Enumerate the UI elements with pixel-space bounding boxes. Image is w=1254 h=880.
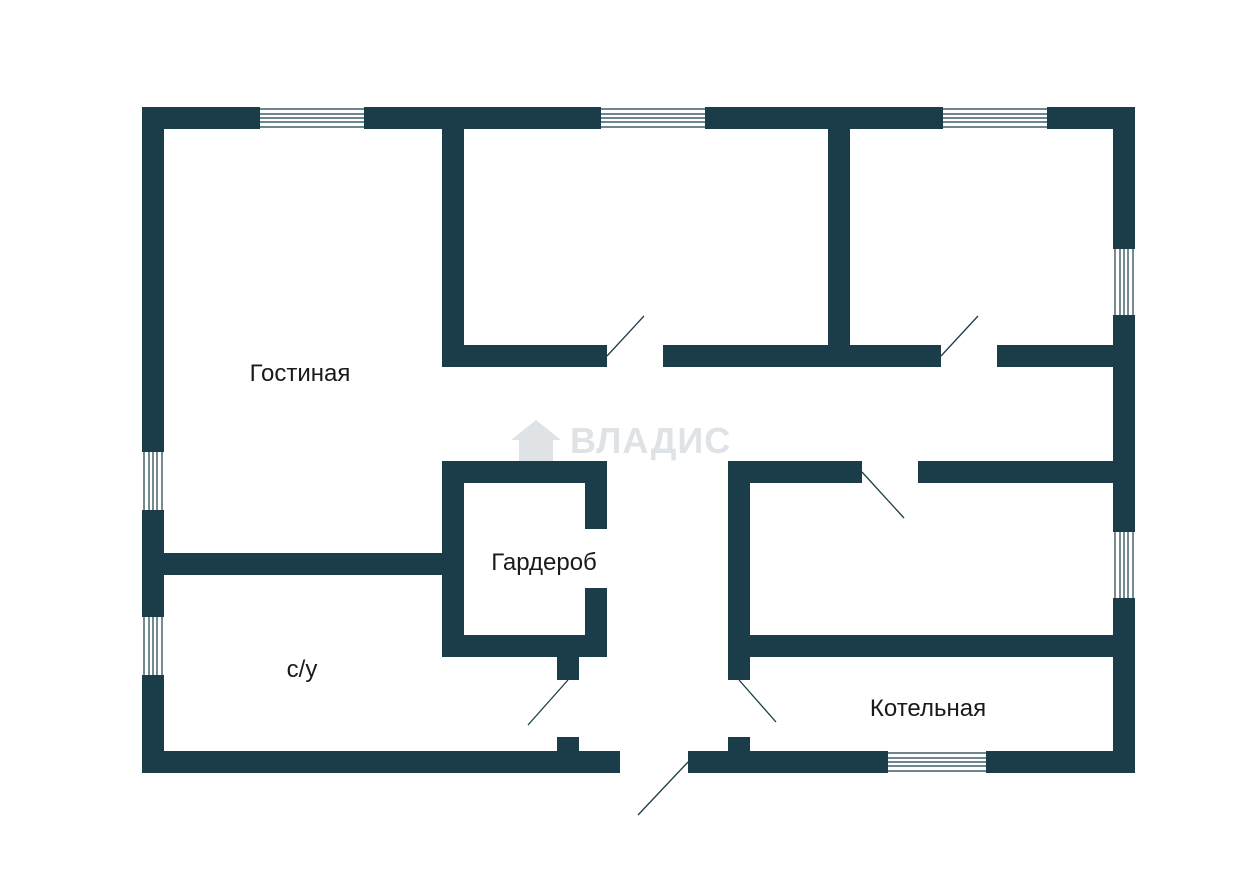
outer-wall-bottom-left bbox=[142, 751, 620, 773]
wall-living-bathroom bbox=[142, 553, 464, 575]
wall-room3-left bbox=[728, 461, 750, 680]
wall-wardrobe-right-upper bbox=[585, 461, 607, 529]
door-room3 bbox=[861, 471, 905, 519]
window-right-2 bbox=[1113, 532, 1135, 598]
room-labels: Гостиная Гардероб с/у Котельная bbox=[250, 360, 986, 722]
room-label-wardrobe: Гардероб bbox=[491, 549, 597, 576]
wall-bedroom1-bottom-a bbox=[442, 345, 607, 367]
room-label-boiler: Котельная bbox=[870, 695, 986, 722]
room-label-bathroom: с/у bbox=[287, 656, 318, 683]
wall-bedroom1-left bbox=[442, 107, 464, 367]
watermark: ВЛАДИС bbox=[511, 420, 731, 462]
wall-boiler-stub bbox=[728, 737, 750, 773]
window-top-2 bbox=[601, 107, 705, 129]
window-top-1 bbox=[260, 107, 364, 129]
wall-room3-top-a bbox=[728, 461, 862, 483]
window-bottom bbox=[888, 751, 986, 773]
door-bedroom2 bbox=[940, 315, 979, 357]
window-right-1 bbox=[1113, 249, 1135, 315]
wall-bathroom-stub-lower bbox=[557, 737, 579, 773]
door-boiler bbox=[738, 679, 777, 723]
wall-bedroom1-bottom-b bbox=[663, 345, 941, 367]
wall-bathroom-stub-upper bbox=[557, 657, 579, 680]
room-label-living: Гостиная bbox=[250, 360, 351, 387]
outer-wall-right bbox=[1113, 107, 1135, 773]
wall-room3-bottom bbox=[728, 635, 1135, 657]
outer-wall-left bbox=[142, 107, 164, 773]
window-left-1 bbox=[142, 452, 164, 510]
wall-wardrobe-bottom bbox=[442, 635, 607, 657]
door-bathroom bbox=[527, 679, 569, 726]
window-left-2 bbox=[142, 617, 164, 675]
wall-wardrobe-top bbox=[442, 461, 607, 483]
wall-room3-top-b bbox=[918, 461, 1135, 483]
doors bbox=[527, 315, 979, 816]
windows bbox=[142, 107, 1135, 773]
watermark-text: ВЛАДИС bbox=[570, 420, 731, 461]
wall-bedroom2-bottom bbox=[997, 345, 1135, 367]
window-top-3 bbox=[943, 107, 1047, 129]
wall-bedrooms-divider bbox=[828, 107, 850, 367]
house-icon bbox=[511, 420, 561, 462]
door-entrance bbox=[637, 761, 689, 816]
interior-walls bbox=[142, 107, 1135, 773]
door-bedroom1 bbox=[606, 315, 645, 357]
